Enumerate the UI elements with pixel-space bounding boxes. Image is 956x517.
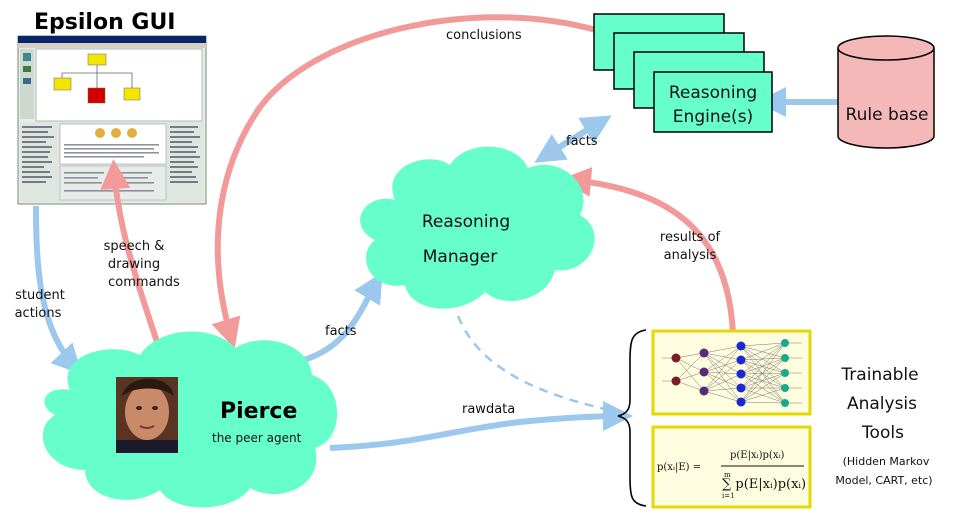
pierce-name: Pierce (220, 399, 297, 424)
edge-rawdata-arrow (329, 401, 633, 451)
rule-base-cylinder (837, 35, 935, 149)
formula-sum-bottom: i=1 (722, 492, 735, 500)
reasoning-engine-label-1: Reasoning (669, 83, 757, 103)
tools-bracket (617, 329, 647, 507)
neural-network-panel (651, 329, 812, 416)
tools-sub-1: (Hidden Markov (843, 455, 930, 468)
label-speech-3: commands (108, 275, 180, 290)
reasoning-engine-label-2: Engine(s) (673, 107, 753, 127)
pierce-subtitle: the peer agent (212, 431, 302, 445)
reasoning-manager-cloud (360, 146, 595, 309)
label-conclusions: conclusions (446, 28, 522, 43)
label-rawdata: rawdata (462, 402, 515, 417)
edge-student-arrow (33, 205, 83, 375)
edge-facts-engine-arrow (534, 115, 612, 163)
label-results-2: analysis (664, 248, 717, 263)
label-facts-engine: facts (566, 134, 598, 149)
label-speech-1: speech & (104, 239, 165, 254)
label-facts-manager: facts (325, 324, 357, 339)
pierce-cloud (42, 331, 338, 508)
formula-lhs: p(xᵢ|E) = (657, 462, 701, 473)
tools-label-1: Trainable (840, 365, 918, 385)
reasoning-manager-label-2: Manager (423, 247, 498, 267)
label-results-1: results of (660, 230, 721, 245)
formula-denominator: ∑ p(E|xᵢ)p(xᵢ) (722, 477, 806, 492)
reasoning-engine-stack (593, 13, 773, 133)
tools-label-2: Analysis (847, 394, 917, 414)
edge-results-arrow (561, 166, 736, 334)
edge-conclusions-arrow (211, 14, 597, 349)
epsilon-gui-title: Epsilon GUI (34, 10, 176, 35)
bayes-formula-panel (651, 425, 812, 509)
edge-dashed-link (456, 315, 619, 414)
rule-base-label: Rule base (846, 105, 929, 125)
reasoning-manager-label-1: Reasoning (422, 212, 510, 232)
formula-sum-top: m (724, 471, 731, 479)
epsilon-gui-screenshot (17, 35, 207, 205)
label-student-1: student (15, 288, 65, 303)
edge-speech-arrow (100, 159, 161, 346)
edge-facts-manager-arrow (303, 272, 383, 363)
label-speech-2: drawing (108, 257, 160, 272)
formula-numerator: p(E|xᵢ)p(xᵢ) (730, 450, 784, 461)
tools-sub-2: Model, CART, etc) (835, 474, 932, 487)
tools-label-3: Tools (861, 423, 904, 443)
avatar (116, 377, 178, 453)
label-student-2: actions (15, 306, 62, 321)
